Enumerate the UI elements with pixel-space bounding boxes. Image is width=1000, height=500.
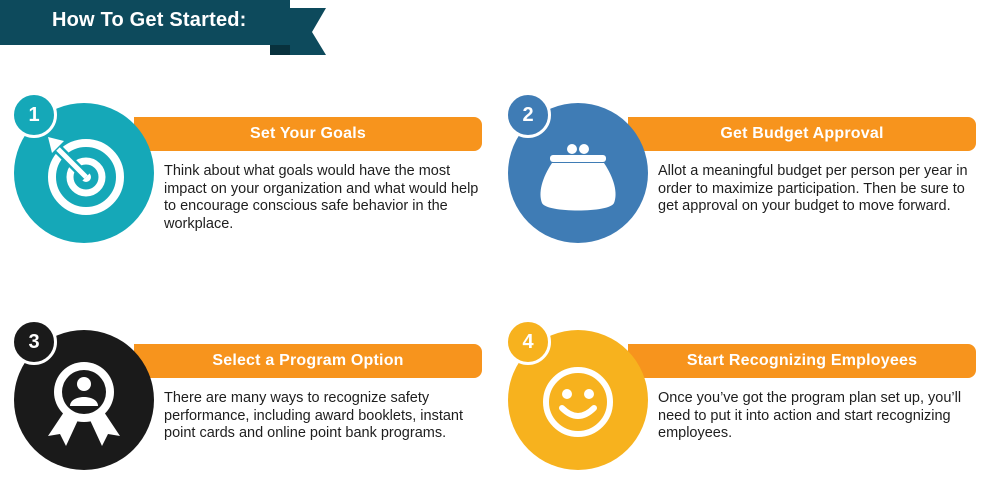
step-1-number: 1	[11, 92, 57, 138]
step-4-number: 4	[505, 319, 551, 365]
step-2-description: Allot a meaningful budget per person per…	[658, 163, 968, 214]
step-3-description: There are many ways to recognize safety …	[164, 390, 464, 441]
step-1: Set Your Goals 1 Think about what goals …	[11, 92, 504, 255]
page-title: How To Get Started:	[52, 9, 247, 31]
step-2-title: Get Budget Approval	[720, 125, 884, 142]
step-3-title: Select a Program Option	[212, 352, 404, 369]
step-2: Get Budget Approval 2 Allot a meaningful…	[505, 92, 998, 255]
target-icon	[48, 137, 124, 215]
step-4-title-bar	[628, 344, 976, 378]
smiley-face-icon	[543, 367, 613, 437]
step-4-description: Once you’ve got the program plan set up,…	[658, 390, 962, 441]
step-2-number: 2	[505, 92, 551, 138]
step-3-title-bar	[134, 344, 482, 378]
step-4: Start Recognizing Employees 4 Once you’v…	[505, 319, 998, 482]
step-1-title: Set Your Goals	[249, 125, 367, 142]
coin-purse-icon	[540, 144, 616, 211]
award-badge-icon	[48, 362, 120, 446]
step-2-title-bar	[628, 117, 976, 151]
step-3: Select a Program Option 3 There are many…	[11, 319, 504, 482]
step-4-title: Start Recognizing Employees	[686, 352, 918, 369]
step-3-number: 3	[11, 319, 57, 365]
step-1-description: Think about what goals would have the mo…	[164, 163, 479, 232]
step-1-title-bar	[134, 117, 482, 151]
header-ribbon	[0, 0, 326, 55]
